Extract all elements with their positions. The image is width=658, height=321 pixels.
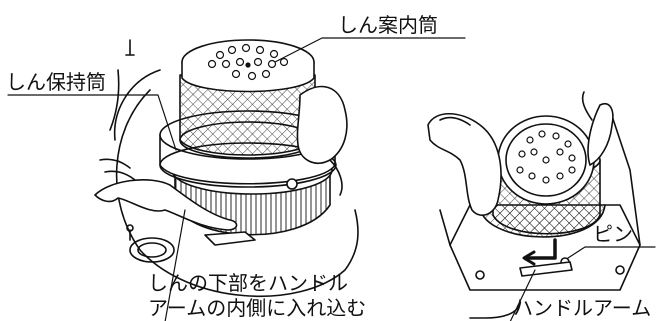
left-hand bbox=[94, 179, 238, 231]
label-wick-guide-tube: しん案内筒 bbox=[338, 13, 438, 37]
right-right-hand bbox=[587, 103, 614, 166]
guide-tube-right-cap bbox=[497, 115, 595, 205]
label-wick-holder-tube: しん保持筒 bbox=[6, 70, 106, 94]
right-left-hand bbox=[427, 113, 502, 216]
ring-plate bbox=[129, 237, 175, 263]
mounting-post bbox=[125, 39, 135, 56]
leader-handle-arm bbox=[509, 269, 536, 321]
leader-lines bbox=[7, 37, 656, 321]
left-illustration bbox=[94, 39, 359, 298]
handle-arm-right bbox=[519, 261, 573, 277]
leader-guide-tube bbox=[274, 37, 466, 63]
right-cap-holes bbox=[516, 130, 576, 184]
label-handle-arm: ハンドルアーム bbox=[513, 296, 652, 320]
handle-arm-left bbox=[204, 231, 256, 246]
cap-holes bbox=[207, 43, 289, 81]
label-instruction-line1: しんの下部をハンドル bbox=[148, 271, 348, 295]
label-pin: ピン bbox=[593, 222, 633, 246]
heater-rim bbox=[113, 69, 161, 141]
leader-pin bbox=[567, 246, 656, 259]
right-illustration bbox=[427, 91, 641, 319]
right-hand bbox=[296, 85, 348, 164]
label-instruction-line2: アームの内側に入れ込む bbox=[148, 296, 367, 320]
leader-holder-tube bbox=[7, 94, 177, 151]
insert-arrow bbox=[526, 238, 557, 260]
leader-instruction bbox=[164, 209, 186, 321]
